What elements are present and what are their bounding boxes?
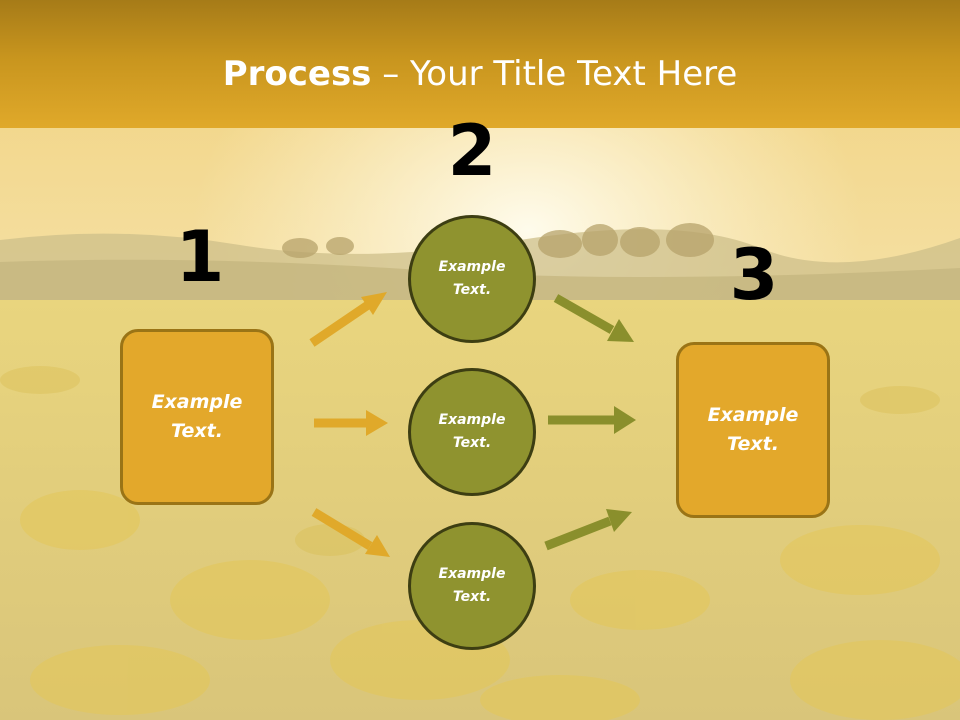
circle-3-text: Example Text. [438,566,506,605]
step-1-box[interactable]: Example Text. [120,329,274,505]
arrow-to-circle-2 [314,410,388,436]
step-1-box-text: Example Text. [151,391,243,442]
step-number-3: 3 [729,234,779,316]
arrow-to-circle-3 [311,508,390,557]
title-bold: Process [222,54,372,94]
circle-1-text: Example Text. [438,259,506,298]
step-3-box[interactable]: Example Text. [676,342,830,518]
arrow-from-circle-2 [548,406,636,434]
title-rest: – Your Title Text Here [371,54,738,94]
step-number-1: 1 [175,216,225,298]
circle-2-text: Example Text. [438,412,506,451]
slide-title: Process – Your Title Text Here [0,52,960,96]
step-3-box-text: Example Text. [707,404,799,455]
arrow-from-circle-3 [544,509,632,551]
step-number-2: 2 [447,110,497,192]
step-2-circle-1[interactable]: Example Text. [408,215,536,343]
step-2-circle-2[interactable]: Example Text. [408,368,536,496]
step-2-circle-3[interactable]: Example Text. [408,522,536,650]
header-band [0,0,960,128]
arrow-to-circle-1 [309,292,387,347]
arrow-from-circle-1 [553,294,634,342]
